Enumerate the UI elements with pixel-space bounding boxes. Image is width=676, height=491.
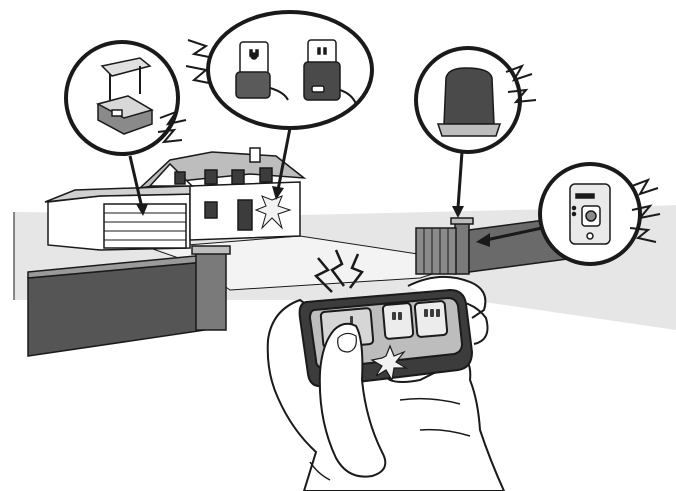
wall-pillar-cap (191, 245, 231, 255)
gate-post-cap (450, 217, 474, 225)
garage-door-panels (104, 212, 186, 241)
house-window-3 (231, 169, 245, 185)
signal-zigzag-icon (185, 39, 215, 85)
callout-wall-receiver (476, 162, 661, 266)
house-flash-burst (254, 195, 292, 230)
transmit-signal-icon (313, 249, 364, 293)
callout-gate-operator (414, 46, 537, 218)
front-wall (27, 245, 231, 357)
gate-bars (423, 228, 449, 274)
plug-in-appliance-module-icon (303, 39, 357, 105)
house-window-5 (204, 201, 218, 219)
arrow-head (476, 233, 490, 247)
wall-pillar (195, 251, 227, 331)
hand-creases (309, 397, 471, 481)
hand-holding-remote (266, 249, 506, 491)
gate-post (454, 221, 470, 275)
house-door (237, 199, 253, 231)
wall-mounted-receiver-icon (569, 183, 611, 245)
gate-panel (415, 227, 457, 275)
hand-thumb (318, 322, 387, 478)
thumb-nail (337, 332, 357, 353)
arrow-head (272, 186, 284, 200)
callout-pointer (276, 127, 292, 191)
plug-in-light-module-icon (235, 41, 289, 101)
signal-zigzag-icon (505, 64, 537, 104)
callout-circle (206, 10, 374, 130)
house-window-2 (204, 169, 218, 185)
house-window-1 (174, 171, 186, 185)
callout-pointer (128, 155, 144, 209)
signal-zigzag-icon (629, 178, 661, 243)
arrow-head (136, 204, 148, 216)
remote-button-2[interactable] (381, 302, 415, 340)
callout-plug-in-modules (185, 10, 374, 200)
callout-pointer (456, 151, 464, 209)
house-window-4 (259, 167, 273, 183)
remote-button-3[interactable] (413, 300, 449, 338)
arrow-head (452, 206, 464, 218)
callout-garage-door-opener (64, 40, 187, 216)
gate-operator-icon (436, 67, 502, 137)
garage-door-opener-icon (95, 57, 154, 135)
callout-pointer (485, 226, 543, 242)
chimney (249, 147, 261, 163)
led-flash-burst (370, 344, 409, 382)
house (44, 147, 307, 251)
signal-zigzag-icon (157, 109, 187, 144)
